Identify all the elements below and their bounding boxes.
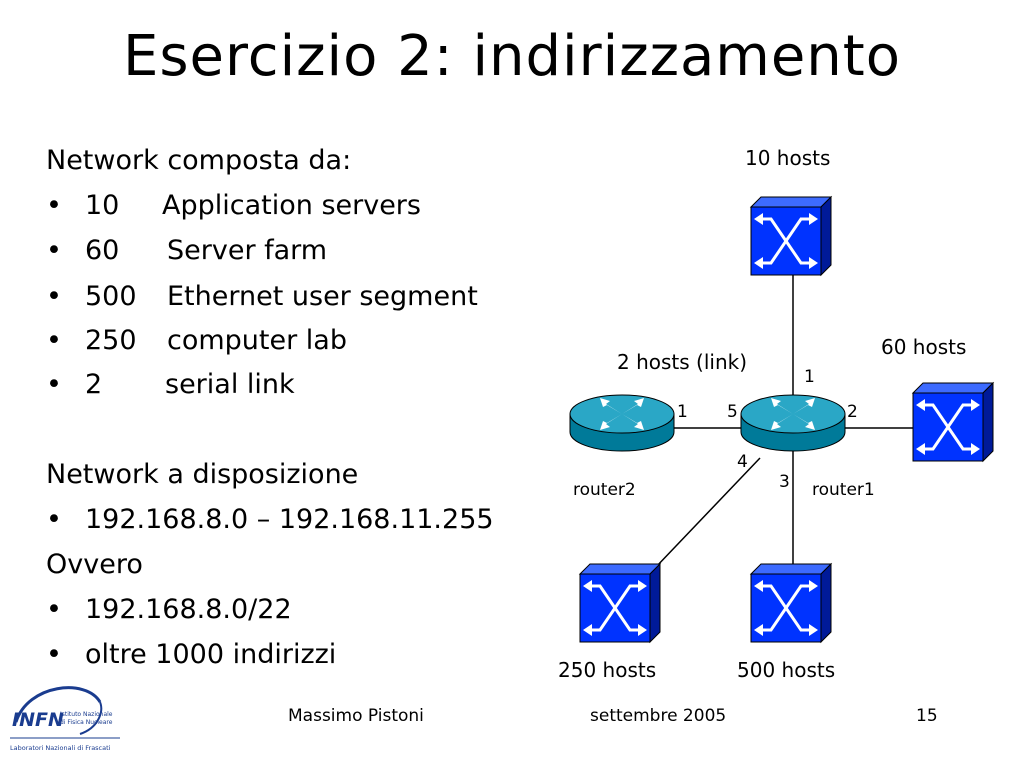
- address-range: 192.168.8.0 – 192.168.11.255: [85, 504, 494, 535]
- bullet-dot: •: [46, 504, 62, 535]
- slide-title: Esercizio 2: indirizzamento: [122, 24, 902, 89]
- item-count: 10: [85, 190, 120, 221]
- switch-icon-bottom-left: [578, 562, 662, 644]
- port-label: 1: [804, 367, 815, 387]
- item-name: serial link: [165, 369, 295, 400]
- page-number: 15: [916, 706, 938, 726]
- item-name: computer lab: [167, 325, 347, 356]
- bullet-dot: •: [46, 325, 62, 356]
- footer-date: settembre 2005: [590, 706, 727, 726]
- address-prefix: 192.168.8.0/22: [85, 594, 292, 625]
- footer-author: Massimo Pistoni: [288, 706, 424, 726]
- or-label: Ovvero: [46, 549, 143, 580]
- bullet-dot: •: [46, 639, 62, 670]
- port-label: 1: [677, 402, 688, 422]
- switch-icon-top: [749, 195, 833, 277]
- switch-label-right: 60 hosts: [881, 335, 967, 359]
- port-label: 2: [847, 402, 858, 422]
- logo-line2: di Fisica Nucleare: [60, 719, 113, 726]
- bullet-dot: •: [46, 281, 62, 312]
- bullet-dot: •: [46, 235, 62, 266]
- network-links: [654, 274, 913, 569]
- switch-icon-right: [911, 381, 995, 463]
- link-label: 2 hosts (link): [617, 350, 748, 374]
- port-label: 5: [727, 402, 738, 422]
- item-name: Server farm: [167, 235, 328, 266]
- logo-name: INFN: [12, 709, 64, 731]
- logo-line3: Laboratori Nazionali di Frascati: [10, 744, 111, 752]
- router1-label: router1: [812, 480, 875, 500]
- switch-label-top: 10 hosts: [745, 146, 831, 170]
- switch-icon-bottom-right: [749, 562, 833, 644]
- network-heading: Network composta da:: [46, 145, 352, 176]
- bullet-dot: •: [46, 190, 62, 221]
- bullet-dot: •: [46, 594, 62, 625]
- item-name: Ethernet user segment: [167, 281, 478, 312]
- port-label: 3: [779, 472, 790, 492]
- item-name: Application servers: [162, 190, 421, 221]
- router2-label: router2: [573, 480, 636, 500]
- item-count: 2: [85, 369, 103, 400]
- router-icon-router2: [569, 394, 675, 452]
- available-heading: Network a disposizione: [46, 459, 359, 490]
- item-count: 250: [85, 325, 137, 356]
- bullet-dot: •: [46, 369, 62, 400]
- address-note: oltre 1000 indirizzi: [85, 639, 337, 670]
- item-count: 500: [85, 281, 137, 312]
- link-bottom-left-switch: [654, 457, 761, 569]
- switch-label-bottom-right: 500 hosts: [737, 658, 836, 682]
- item-count: 60: [85, 235, 120, 266]
- port-label: 4: [737, 452, 748, 472]
- infn-logo: INFN Istituto Nazionale di Fisica Nuclea…: [10, 686, 120, 752]
- router-icon-router1: [740, 394, 846, 452]
- logo-line1: Istituto Nazionale: [60, 711, 113, 718]
- switch-label-bottom-left: 250 hosts: [558, 658, 657, 682]
